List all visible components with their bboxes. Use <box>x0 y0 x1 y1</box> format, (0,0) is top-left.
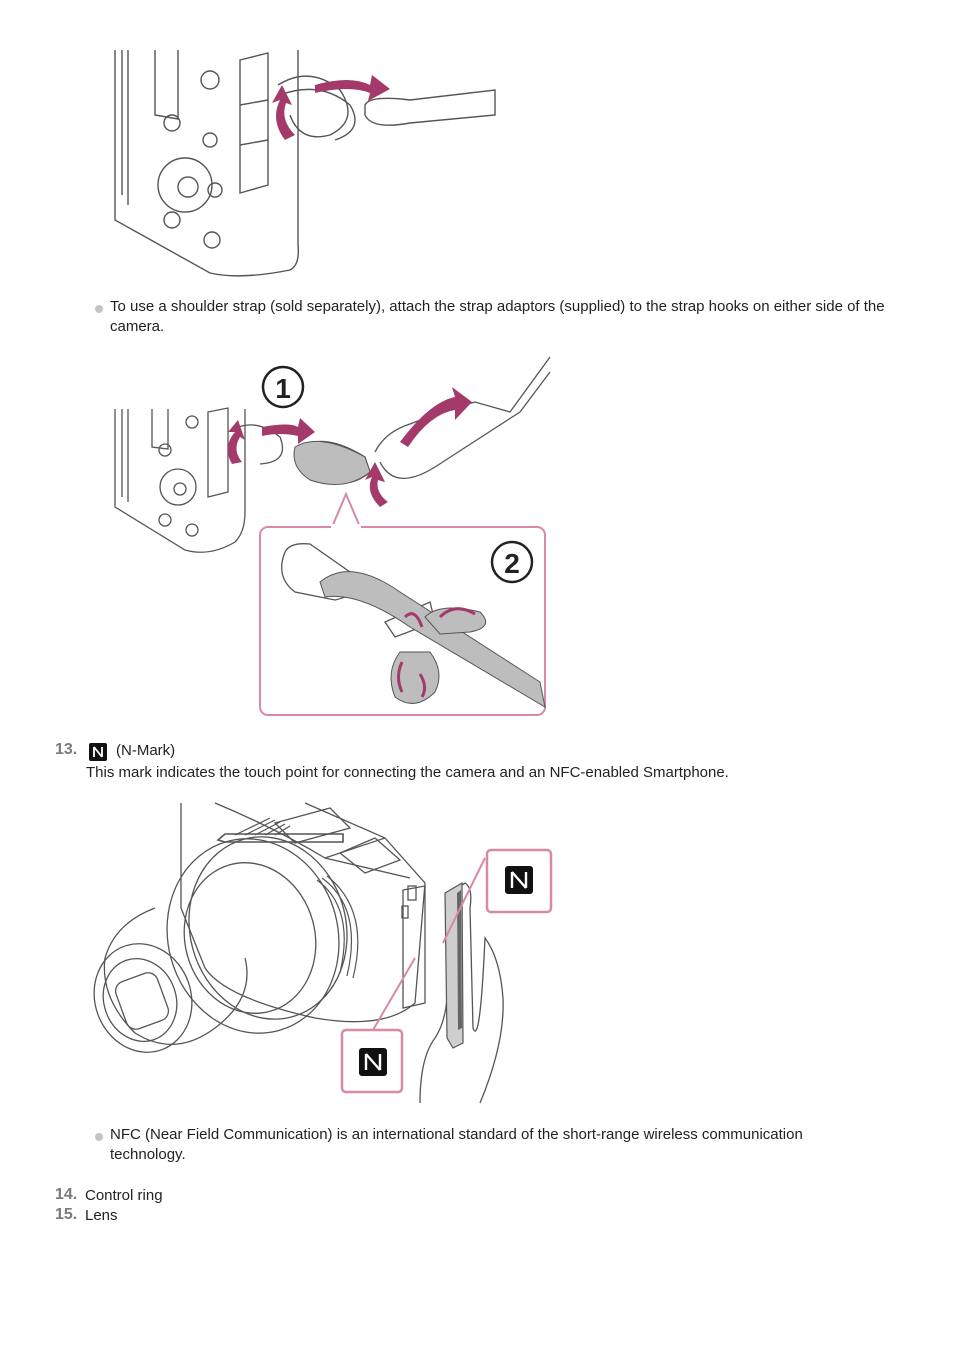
strap-adaptor-illustration: 1 2 <box>114 356 551 716</box>
step-1-label: 1 <box>275 373 291 404</box>
item-13-number: 13. <box>55 741 78 758</box>
n-mark-icon <box>89 743 107 761</box>
item-15-number: 15. <box>55 1206 78 1223</box>
bullet-icon <box>95 1133 103 1141</box>
wrist-strap-illustration <box>114 50 496 277</box>
item-14-number: 14. <box>55 1186 78 1203</box>
step-2-label: 2 <box>504 548 520 579</box>
nfc-note: NFC (Near Field Communication) is an int… <box>110 1126 803 1163</box>
item-15-label: Lens <box>85 1207 118 1224</box>
nfc-touch-illustration <box>93 802 553 1104</box>
bullet-icon <box>95 305 103 313</box>
item-14-label: Control ring <box>85 1187 163 1204</box>
item-13-label: (N-Mark) <box>116 742 176 759</box>
shoulder-strap-note: To use a shoulder strap (sold separately… <box>110 298 885 335</box>
item-13-description: This mark indicates the touch point for … <box>86 764 729 781</box>
